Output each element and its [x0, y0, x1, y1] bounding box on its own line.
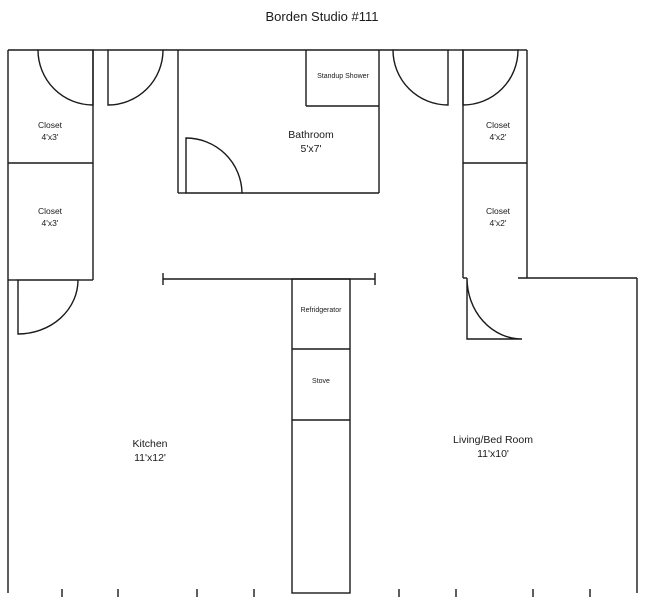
kitchen-name: Kitchen — [132, 438, 167, 450]
bathroom-size: 5'x7' — [301, 143, 322, 155]
closet-top-left-name: Closet — [38, 120, 63, 130]
closet-mid-left-name: Closet — [38, 206, 63, 216]
door-closet-top-left — [37, 49, 94, 106]
bottom-ticks — [61, 589, 591, 597]
closet-mid-left-size: 4'x3' — [42, 218, 59, 228]
stove-label: Stove — [312, 378, 330, 385]
closet-mid-right-name: Closet — [486, 206, 511, 216]
refrigerator-label: Refridgerator — [301, 307, 343, 314]
closet-mid-right-size: 4'x2' — [490, 218, 507, 228]
closet-top-right-name: Closet — [486, 120, 511, 130]
door-entry-right — [392, 49, 449, 106]
door-closet-left-lower — [17, 279, 79, 335]
doors — [17, 49, 523, 340]
living-room-size: 11'x10' — [477, 448, 509, 460]
door-entry-left — [107, 49, 164, 106]
walls — [7, 49, 638, 594]
kitchen-size: 11'x12' — [134, 452, 166, 464]
shower-label: Standup Shower — [317, 73, 369, 80]
door-living-room — [466, 277, 523, 340]
room-labels: Closet 4'x3' Closet 4'x3' Bathroom 5'x7'… — [38, 73, 533, 464]
door-bathroom — [185, 137, 243, 194]
closet-top-right-size: 4'x2' — [490, 132, 507, 142]
living-room-name: Living/Bed Room — [453, 434, 533, 446]
door-closet-top-right — [462, 49, 519, 106]
closet-top-left-size: 4'x3' — [42, 132, 59, 142]
bathroom-name: Bathroom — [288, 129, 334, 141]
plan-title: Borden Studio #111 — [266, 9, 379, 24]
